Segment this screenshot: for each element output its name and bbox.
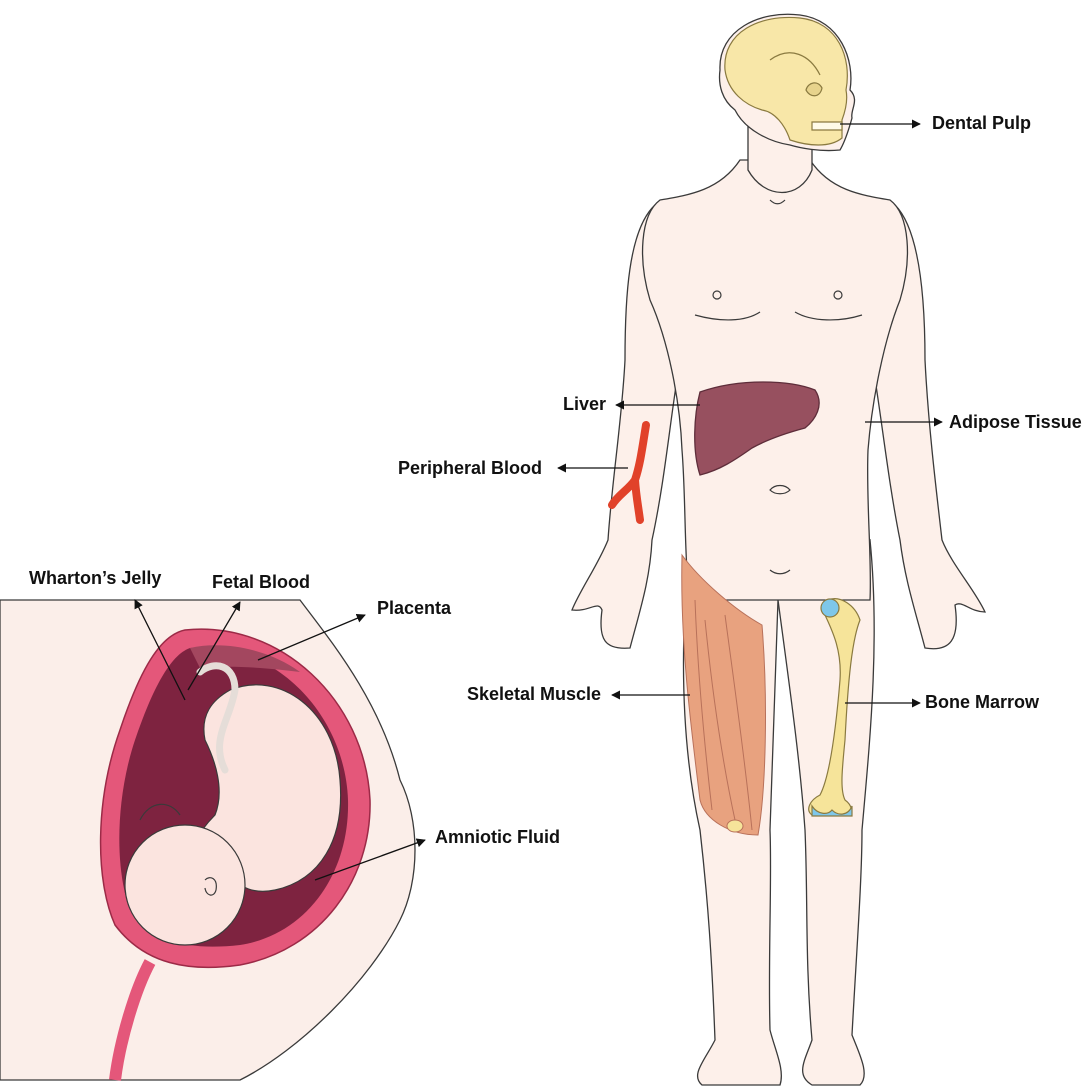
label-placenta: Placenta [377, 599, 451, 617]
label-dental-pulp: Dental Pulp [932, 114, 1031, 132]
human-body [572, 14, 985, 1085]
label-adipose-tissue: Adipose Tissue [949, 413, 1082, 431]
label-peripheral-blood: Peripheral Blood [398, 459, 542, 477]
label-amniotic-fluid: Amniotic Fluid [435, 828, 560, 846]
label-liver: Liver [563, 395, 606, 413]
label-fetal-blood: Fetal Blood [212, 573, 310, 591]
torso [643, 160, 908, 600]
skull [725, 17, 848, 145]
label-whartons-jelly: Wharton’s Jelly [29, 569, 161, 587]
label-skeletal-muscle: Skeletal Muscle [467, 685, 601, 703]
label-bone-marrow: Bone Marrow [925, 693, 1039, 711]
pregnant-abdomen [0, 600, 415, 1080]
